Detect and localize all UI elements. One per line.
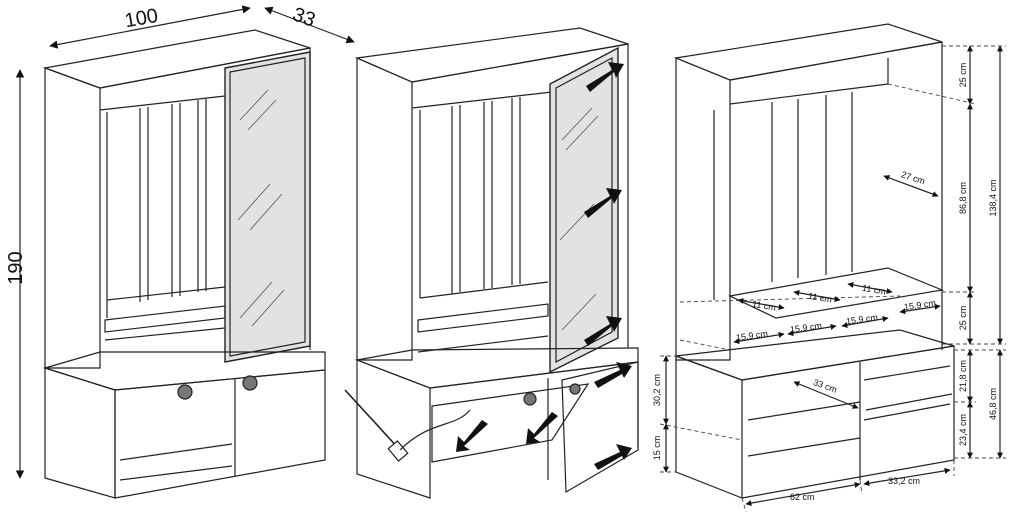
- dim-hanger: 86,8 cm: [958, 182, 968, 214]
- cabinet-side: [44, 367, 116, 499]
- drawer-knob: [177, 384, 193, 400]
- flap-open: [431, 383, 590, 463]
- door-knob: [242, 375, 258, 391]
- bench-seat: [104, 305, 226, 333]
- dim-drawer-height: 30,2 cm: [652, 374, 662, 406]
- dim-lower-shelf: 23,4 cm: [958, 414, 968, 446]
- dim-cubby2: 15,9 cm: [789, 320, 822, 334]
- cabinet-top: [42, 351, 326, 391]
- dim-shelf1: 11 cm: [751, 299, 776, 313]
- dim-cubby4: 15,9 cm: [903, 298, 936, 312]
- dim-left-width: 62 cm: [790, 492, 815, 502]
- glass-door: [224, 51, 311, 363]
- dim-bench-gap: 25 cm: [958, 306, 968, 331]
- dim-cabinet-height: 46,8 cm: [988, 388, 998, 420]
- height-label: 190: [5, 251, 27, 284]
- glass-door-open: [549, 46, 619, 374]
- width-label: 100: [123, 5, 160, 32]
- bench-top-3: [728, 267, 945, 319]
- dim-plinth: 15 cm: [652, 436, 662, 461]
- dim-upper-shelf: 21,8 cm: [958, 360, 968, 392]
- view-front-closed: 100 33 190: [5, 3, 355, 499]
- dim-cubby3: 15,9 cm: [845, 312, 878, 326]
- dim-top-panel: 25 cm: [958, 63, 968, 88]
- dim-right-width: 33,2 cm: [888, 476, 920, 486]
- dim-upper-total: 138,4 cm: [988, 179, 998, 216]
- view-opening: [344, 27, 639, 499]
- left-side: [44, 67, 101, 369]
- dim-cabinet-depth: 33 cm: [812, 377, 838, 395]
- dim-cubby1: 15,9 cm: [735, 328, 768, 342]
- dim-shelf3: 11 cm: [861, 283, 886, 297]
- depth-label: 33: [290, 3, 318, 31]
- dim-shelf2: 11 cm: [807, 291, 832, 305]
- view-dimensions: 25 cm 86,8 cm 138,4 cm 25 cm 21,8 cm 23,…: [652, 23, 1006, 513]
- open-arrows: [456, 62, 632, 470]
